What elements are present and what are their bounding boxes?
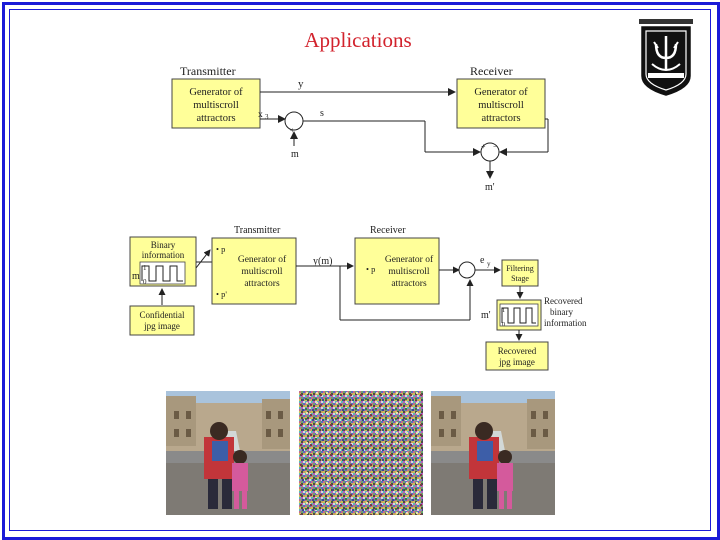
svg-text:multiscroll: multiscroll	[241, 267, 283, 277]
recovered-jpg-block: Recovered jpg image	[485, 341, 549, 371]
svg-text:−: −	[493, 142, 498, 151]
svg-text:+: +	[481, 142, 486, 151]
slide-title: Applications	[304, 28, 412, 52]
top-transmitter-label: Transmitter	[180, 64, 236, 78]
svg-text:binary: binary	[550, 307, 573, 317]
svg-text:Generator of: Generator of	[238, 254, 287, 265]
recovered-binary-label: Recovered	[544, 296, 583, 306]
binary-information-block: Binary information 1 0	[129, 236, 197, 287]
svg-text:Stage: Stage	[511, 274, 529, 283]
bottom-transmitter-label: Transmitter	[234, 225, 281, 236]
bottom-rx-sum-junction	[458, 261, 476, 279]
bottom-signal-m: m	[132, 271, 140, 282]
svg-text:0: 0	[143, 278, 147, 286]
svg-text:+: +	[290, 126, 295, 135]
svg-text:multiscroll: multiscroll	[478, 100, 524, 111]
svg-text:attractors: attractors	[481, 113, 520, 124]
university-crest-icon	[639, 19, 693, 96]
image-encryption-diagram: Transmitter Receiver Binary information …	[129, 225, 587, 371]
bottom-rx-generator-block: • p Generator of multiscroll attractors	[354, 237, 440, 305]
svg-text:jpg image: jpg image	[143, 321, 180, 331]
svg-text:• p: • p	[366, 264, 375, 274]
signal-e: e	[480, 255, 485, 266]
svg-text:Generator of: Generator of	[189, 87, 243, 98]
svg-text:• p': • p'	[216, 289, 227, 299]
top-signal-x: x	[258, 110, 263, 120]
svg-text:Binary: Binary	[151, 240, 176, 250]
bottom-receiver-label: Receiver	[370, 225, 406, 236]
filtering-stage-block: Filtering Stage	[501, 259, 539, 287]
svg-text:jpg image: jpg image	[498, 357, 535, 367]
svg-text:information: information	[544, 318, 587, 328]
bottom-tx-generator-block: • p Generator of multiscroll attractors …	[211, 237, 297, 305]
svg-text:attractors: attractors	[196, 113, 235, 124]
slide-inner-border	[9, 9, 711, 531]
top-receiver-label: Receiver	[470, 64, 513, 78]
svg-text:attractors: attractors	[244, 279, 280, 289]
svg-text:attractors: attractors	[391, 279, 427, 289]
svg-text:0: 0	[502, 321, 505, 328]
svg-text:Confidential: Confidential	[140, 310, 185, 320]
confidential-image-block: Confidential jpg image	[129, 305, 195, 336]
top-signal-s: s	[320, 108, 324, 119]
svg-text:Filtering: Filtering	[506, 264, 534, 273]
top-signal-m: m	[291, 149, 299, 160]
encrypted-noise-image	[299, 391, 423, 515]
top-rx-generator-block: Generator of multiscroll attractors	[456, 78, 546, 129]
svg-text:Generator of: Generator of	[385, 254, 434, 265]
recovered-photo	[431, 391, 555, 515]
secure-communication-diagram: Transmitter Receiver Generator of multis…	[171, 64, 549, 193]
svg-text:multiscroll: multiscroll	[193, 100, 239, 111]
top-signal-y: y	[298, 78, 304, 90]
top-signal-x-sub: 3	[265, 113, 269, 121]
signal-e-sub: y	[487, 260, 491, 268]
top-signal-m-out: m'	[485, 182, 495, 193]
signal-m-prime: m'	[481, 310, 491, 321]
svg-text:1: 1	[502, 307, 505, 314]
svg-text:Recovered: Recovered	[498, 346, 537, 356]
top-tx-generator-block: Generator of multiscroll attractors	[171, 78, 261, 129]
signal-y-of-m: y(m)	[313, 256, 332, 267]
svg-text:1: 1	[143, 264, 147, 272]
recovered-binary-block: 1 0	[496, 299, 542, 331]
svg-text:• p: • p	[216, 244, 225, 254]
svg-text:Generator of: Generator of	[474, 87, 528, 98]
svg-text:multiscroll: multiscroll	[388, 267, 430, 277]
svg-text:information: information	[142, 250, 185, 260]
original-photo	[166, 391, 290, 515]
